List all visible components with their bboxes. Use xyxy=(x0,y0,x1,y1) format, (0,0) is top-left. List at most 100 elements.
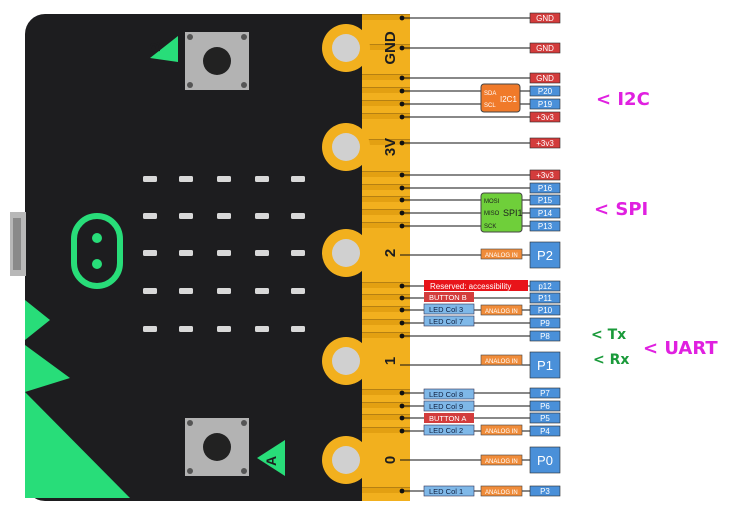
edge-finger xyxy=(362,185,410,190)
led-col3-label: LED Col 3 xyxy=(423,303,475,315)
pin-label-p9: P9 xyxy=(529,317,561,329)
pin-label-p0: P0 xyxy=(529,446,561,474)
pin-dot xyxy=(399,320,405,326)
pin-name: P2 xyxy=(537,248,553,263)
pin-dot xyxy=(399,390,405,396)
pin-label-p3: P3 xyxy=(529,485,561,497)
pin-name: p12 xyxy=(538,282,552,291)
pin-label-p16: P16 xyxy=(529,182,561,194)
led xyxy=(217,288,231,294)
pin-dot xyxy=(399,415,405,421)
pad-label: 0 xyxy=(382,456,399,464)
edge-finger xyxy=(362,428,410,433)
edge-finger xyxy=(362,197,410,202)
analog-in-p2-text: ANALOG IN xyxy=(485,253,518,259)
pin-dot xyxy=(399,185,405,191)
led xyxy=(255,176,269,182)
board-body xyxy=(25,14,410,501)
edge-finger xyxy=(362,295,410,300)
pin-label-p5: P5 xyxy=(529,412,561,424)
pin-label-p12: p12 xyxy=(529,280,561,292)
led-col9-text: LED Col 9 xyxy=(429,402,463,411)
pin-dot xyxy=(399,295,405,301)
pin-dot xyxy=(399,403,405,409)
pin-labels: GNDGNDGNDP20P19+3v3+3v3+3v3P16P15P14P13P… xyxy=(529,12,561,497)
accessibility-text: Reserved: accessibility xyxy=(430,282,511,291)
rx-annotation: < Rx xyxy=(593,352,630,368)
edge-finger xyxy=(362,320,410,325)
edge-finger xyxy=(362,415,410,420)
led-col9-label: LED Col 9 xyxy=(423,400,475,412)
pin-name: P20 xyxy=(538,87,553,96)
led xyxy=(179,326,193,332)
pin-dot xyxy=(399,197,405,203)
tx-annotation: < Tx xyxy=(591,327,627,343)
pin-label-p6: P6 xyxy=(529,400,561,412)
usb-connector-icon xyxy=(10,212,26,276)
pin-name: GND xyxy=(536,14,554,23)
button-a-label: A xyxy=(263,456,279,466)
edge-finger xyxy=(362,390,410,395)
pad-label: GND xyxy=(382,31,399,65)
edge-finger xyxy=(362,172,410,177)
button-b-marker xyxy=(150,36,178,62)
function-labels: SDA SCL I2C1 MOSI MISO SCK SPI1 Reserved… xyxy=(423,83,528,497)
i2c-scl-label: SCL xyxy=(484,103,496,109)
corner-triangle-1 xyxy=(25,300,50,340)
led-col7-text: LED Col 7 xyxy=(429,317,463,326)
pin-label-p13: P13 xyxy=(529,220,561,232)
i2c-name-label: I2C1 xyxy=(500,95,517,104)
led xyxy=(291,250,305,256)
pin-label-p20: P20 xyxy=(529,85,561,97)
pin-dot xyxy=(399,45,405,51)
analog-in-p1: ANALOG IN xyxy=(480,354,523,366)
pin-dot xyxy=(399,140,405,146)
analog-in-p3-text: ANALOG IN xyxy=(485,490,518,496)
pin-name: P16 xyxy=(538,184,553,193)
i2c-sda-label: SDA xyxy=(484,91,496,97)
edge-finger xyxy=(362,75,410,80)
spi-miso-label: MISO xyxy=(484,211,500,217)
pad-hole xyxy=(332,347,360,375)
led xyxy=(291,288,305,294)
led xyxy=(217,326,231,332)
led xyxy=(291,213,305,219)
pin-label-3v3: +3v3 xyxy=(529,169,561,181)
led-col7-label: LED Col 7 xyxy=(423,315,475,327)
edge-finger xyxy=(362,140,410,145)
led xyxy=(217,250,231,256)
led xyxy=(255,213,269,219)
pin-name: +3v3 xyxy=(536,113,554,122)
analog-in-p1-text: ANALOG IN xyxy=(485,359,518,365)
analog-in-p2: ANALOG IN xyxy=(480,248,523,260)
led xyxy=(143,176,157,182)
edge-finger xyxy=(362,88,410,93)
led xyxy=(255,326,269,332)
led-col3-text: LED Col 3 xyxy=(429,305,463,314)
spi-sck-label: SCK xyxy=(484,224,496,230)
pin-dot xyxy=(399,488,405,494)
pin-name: P5 xyxy=(540,414,550,423)
pin-name: P13 xyxy=(538,222,553,231)
pin-name: P0 xyxy=(537,453,553,468)
pin-label-gnd: GND xyxy=(529,72,561,84)
pin-name: P1 xyxy=(537,358,553,373)
pin-dot xyxy=(399,210,405,216)
pad-hole xyxy=(332,446,360,474)
pin-label-p1: P1 xyxy=(529,351,561,379)
pad-label: 2 xyxy=(382,249,399,257)
button-a xyxy=(185,418,249,476)
pin-dot xyxy=(399,15,405,21)
led xyxy=(179,288,193,294)
uart-annotation: < UART xyxy=(643,338,718,359)
edge-finger xyxy=(362,15,410,20)
led xyxy=(143,213,157,219)
pin-label-p10: P10 xyxy=(529,304,561,316)
pin-label-p19: P19 xyxy=(529,98,561,110)
led xyxy=(179,176,193,182)
led-col1-text: LED Col 1 xyxy=(429,487,463,496)
accessibility-label: Reserved: accessibility xyxy=(424,280,528,291)
pin-name: P15 xyxy=(538,196,553,205)
pin-dot xyxy=(399,88,405,94)
pad-label: 3V xyxy=(382,138,399,156)
